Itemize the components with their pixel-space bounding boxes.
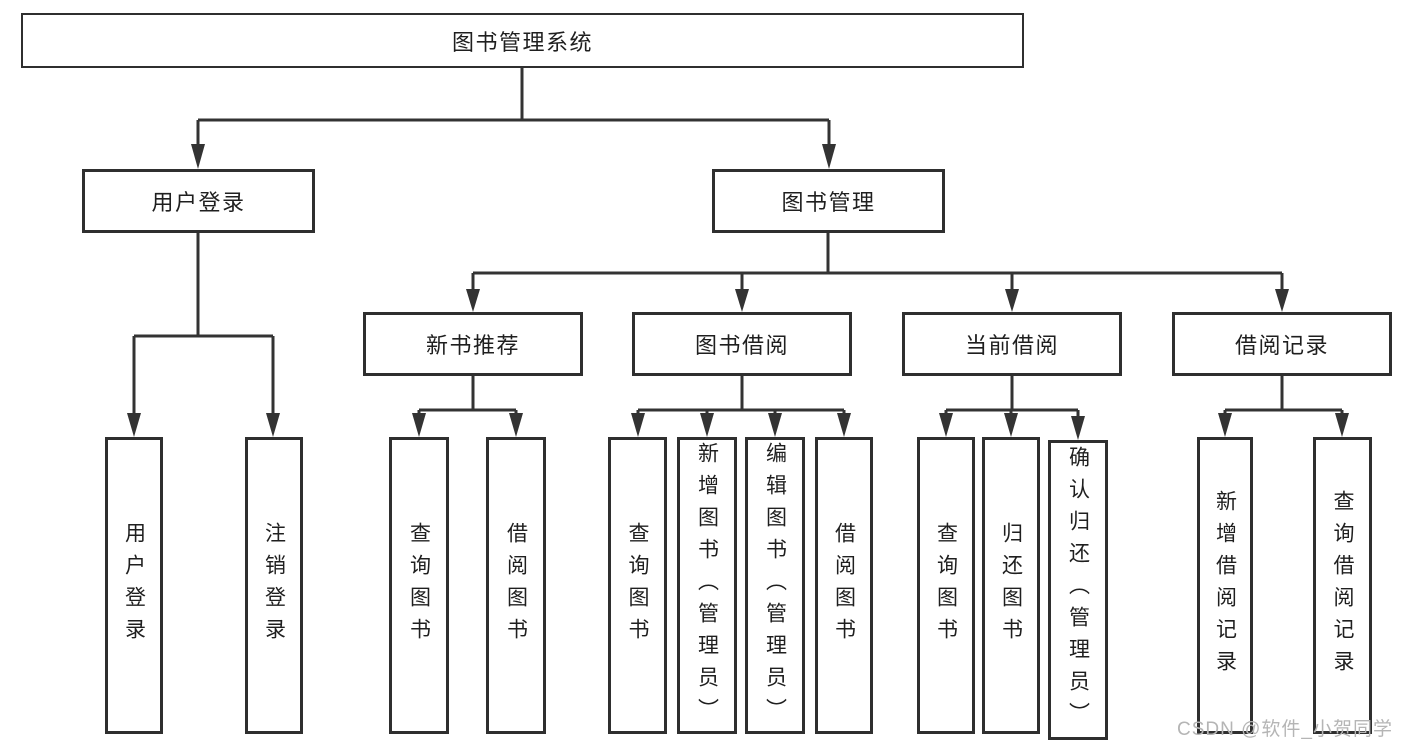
node-bb-add-book-admin: 新增图书（管理员） <box>677 437 737 734</box>
node-bb-add-book-admin-label: 新增图书（管理员） <box>695 441 719 730</box>
node-borrow-record: 借阅记录 <box>1172 312 1392 376</box>
node-cb-confirm-return-admin-label: 确认归还（管理员） <box>1066 446 1090 734</box>
node-user-login-leaf: 用户登录 <box>105 437 163 734</box>
node-bb-query-book: 查询图书 <box>608 437 667 734</box>
node-current-borrow: 当前借阅 <box>902 312 1122 376</box>
node-cb-query-book: 查询图书 <box>917 437 975 734</box>
node-book-borrow: 图书借阅 <box>632 312 852 376</box>
node-br-add-record: 新增借阅记录 <box>1197 437 1253 734</box>
node-logout: 注销登录 <box>245 437 303 734</box>
arrowheads <box>127 144 1349 440</box>
node-br-query-record: 查询借阅记录 <box>1313 437 1372 734</box>
node-nbr-borrow-book-label: 借阅图书 <box>504 521 528 650</box>
node-bb-borrow-book: 借阅图书 <box>815 437 873 734</box>
node-logout-label: 注销登录 <box>262 521 286 650</box>
node-cb-return-book-label: 归还图书 <box>999 521 1023 650</box>
node-nbr-borrow-book: 借阅图书 <box>486 437 546 734</box>
node-bb-edit-book-admin-label: 编辑图书（管理员） <box>763 441 787 730</box>
node-book-management-label: 图书管理 <box>781 190 876 215</box>
node-user-login-label: 用户登录 <box>151 190 246 215</box>
node-cb-confirm-return-admin: 确认归还（管理员） <box>1048 440 1108 740</box>
node-cb-return-book: 归还图书 <box>982 437 1040 734</box>
node-user-login-leaf-label: 用户登录 <box>122 521 146 650</box>
node-user-login: 用户登录 <box>82 169 315 233</box>
node-cb-query-book-label: 查询图书 <box>934 521 958 650</box>
node-nbr-query-book-label: 查询图书 <box>407 521 431 650</box>
node-current-borrow-label: 当前借阅 <box>964 333 1059 358</box>
node-book-management: 图书管理 <box>712 169 945 233</box>
node-br-add-record-label: 新增借阅记录 <box>1213 489 1237 682</box>
node-bb-edit-book-admin: 编辑图书（管理员） <box>745 437 805 734</box>
node-root: 图书管理系统 <box>21 13 1024 68</box>
csdn-watermark: CSDN @软件_小贺同学 <box>1177 719 1393 740</box>
node-root-label: 图书管理系统 <box>451 29 593 55</box>
node-bb-query-book-label: 查询图书 <box>626 521 649 650</box>
node-br-query-record-label: 查询借阅记录 <box>1331 489 1354 682</box>
node-borrow-record-label: 借阅记录 <box>1234 333 1329 358</box>
node-nbr-query-book: 查询图书 <box>389 437 449 734</box>
node-bb-borrow-book-label: 借阅图书 <box>832 521 856 650</box>
node-new-book-recommend: 新书推荐 <box>363 312 583 376</box>
node-book-borrow-label: 图书借阅 <box>694 333 789 358</box>
node-new-book-recommend-label: 新书推荐 <box>425 333 520 358</box>
